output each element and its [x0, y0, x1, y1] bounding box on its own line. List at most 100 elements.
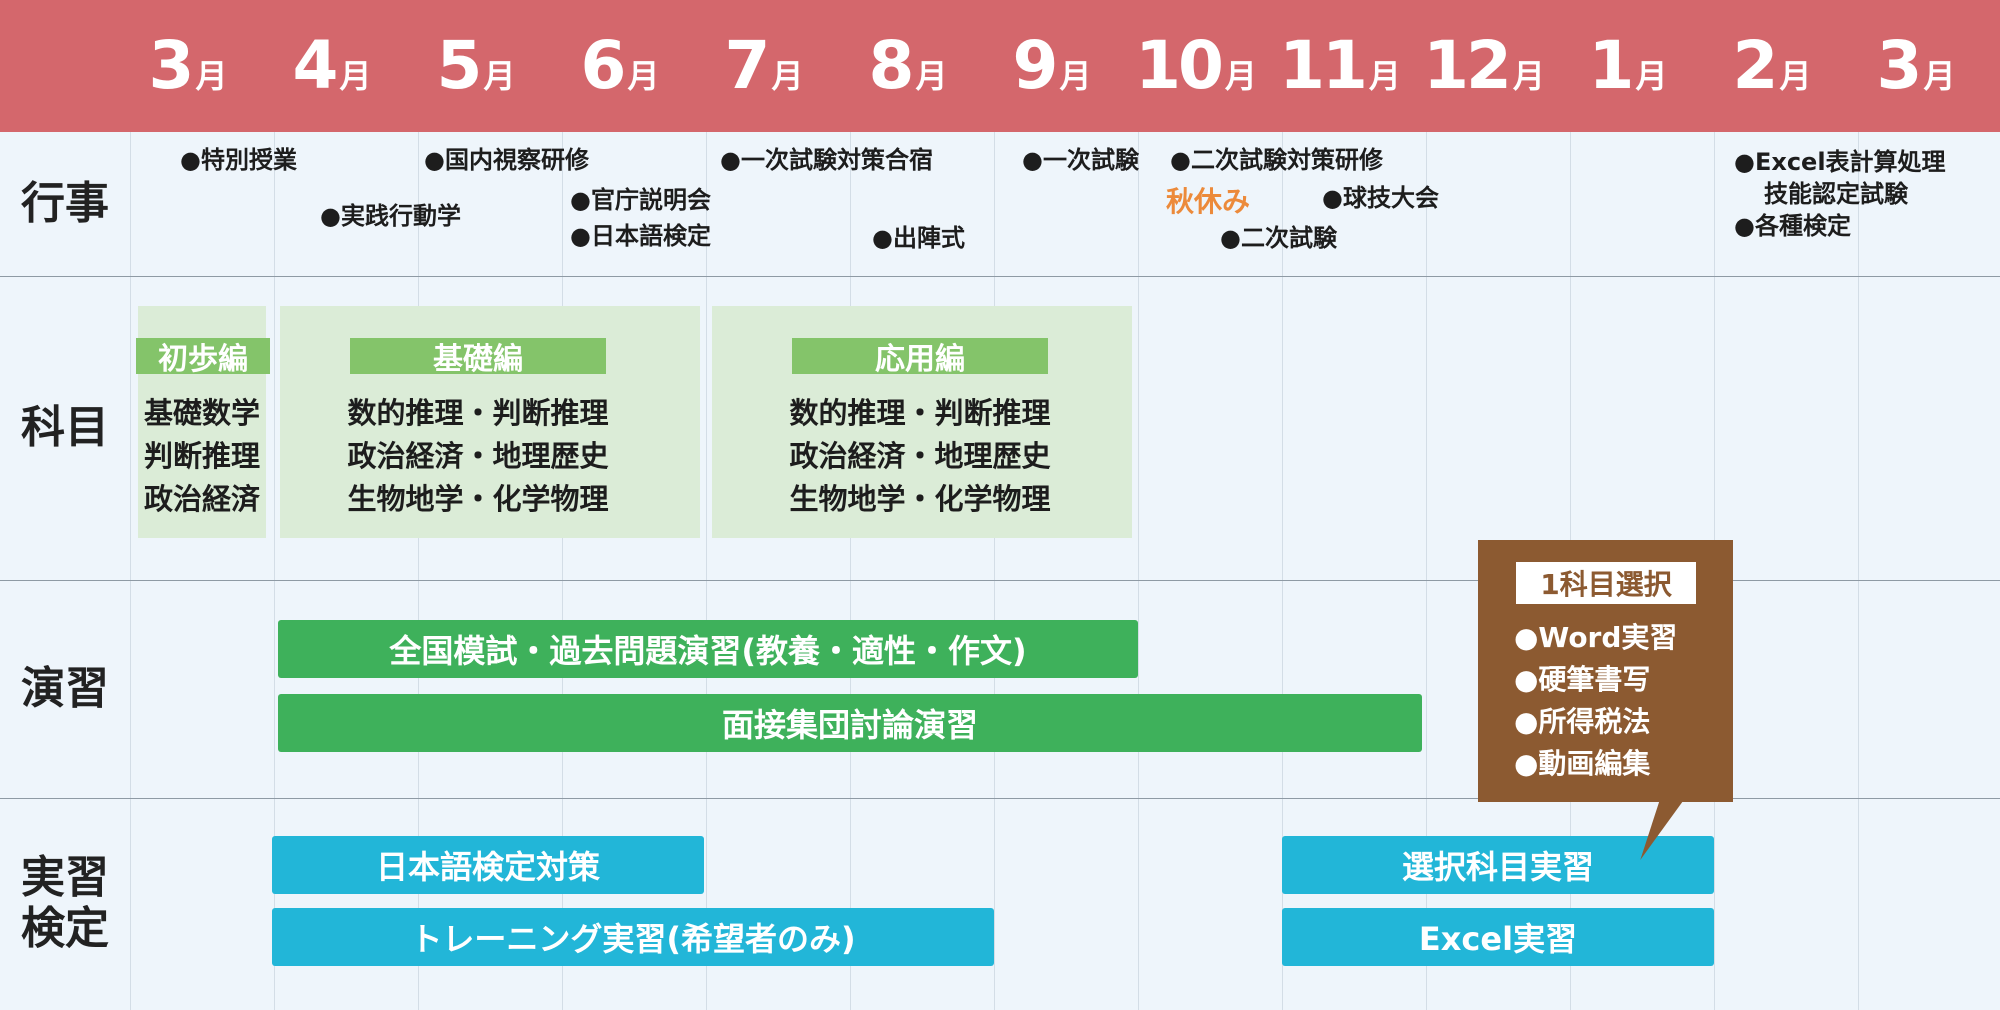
- event-first-camp: ●一次試験対策合宿: [720, 146, 933, 174]
- row-label-text: 実習: [21, 852, 109, 904]
- month-unit: 月: [339, 57, 372, 95]
- event-excel-cert-line2: 技能認定試験: [1764, 180, 1908, 208]
- callout-item: ●硬筆書写: [1514, 663, 1651, 696]
- month-number: 4: [292, 27, 339, 104]
- panel-line: 数的推理・判断推理: [789, 396, 1051, 430]
- month-number: 11: [1279, 27, 1368, 104]
- grid-line: [130, 132, 131, 1010]
- row-label-text: 演習: [21, 662, 109, 714]
- event-practical-study: ●実践行動学: [320, 202, 461, 230]
- grid-line: [274, 132, 275, 1010]
- grid-line: [850, 132, 851, 1010]
- grid-line: [1282, 132, 1283, 1010]
- month-number: 5: [436, 27, 483, 104]
- panel-line: 数的推理・判断推理: [347, 396, 609, 430]
- callout-item: ●Word実習: [1514, 621, 1678, 654]
- row-label-text: 行事: [21, 177, 109, 229]
- grid-line: [706, 132, 707, 1010]
- month-unit: 月: [1923, 57, 1956, 95]
- event-gov-briefing: ●官庁説明会: [570, 186, 711, 214]
- event-domestic-tour: ●国内視察研修: [424, 146, 589, 174]
- event-special-class: ●特別授業: [180, 146, 297, 174]
- bar-elective: 選択科目実習: [1282, 836, 1714, 894]
- month-number: 12: [1423, 27, 1512, 104]
- panel-line: 生物地学・化学物理: [347, 482, 609, 516]
- row-divider: [0, 798, 2000, 799]
- month-number: 7: [724, 27, 771, 104]
- callout-title: 1科目選択: [1516, 562, 1696, 604]
- panel-title-basic: 基礎編: [350, 338, 606, 377]
- month-number: 6: [580, 27, 627, 104]
- month-unit: 月: [1224, 57, 1257, 95]
- callout-item: ●所得税法: [1514, 705, 1651, 738]
- month-number: 8: [868, 27, 915, 104]
- month-unit: 月: [1779, 57, 1812, 95]
- month-number: 2: [1732, 27, 1779, 104]
- event-ball-games: ●球技大会: [1322, 184, 1439, 212]
- event-japanese-test: ●日本語検定: [570, 222, 711, 250]
- row-label-subjects: 科目: [0, 276, 130, 580]
- row-divider: [0, 276, 2000, 277]
- row-label-training: 実習検定: [0, 798, 130, 1010]
- month-number: 1: [1588, 27, 1635, 104]
- grid-line: [1858, 132, 1859, 1010]
- month-unit: 月: [771, 57, 804, 95]
- panel-line: 生物地学・化学物理: [789, 482, 1051, 516]
- month-number: 3: [1876, 27, 1923, 104]
- event-various-tests: ●各種検定: [1734, 212, 1851, 240]
- panel-line: 政治経済・地理歴史: [347, 439, 609, 473]
- panel-applied: 応用編 数的推理・判断推理 政治経済・地理歴史 生物地学・化学物理: [712, 306, 1132, 538]
- grid-line: [994, 132, 995, 1010]
- row-divider: [0, 580, 2000, 581]
- month-unit: 月: [483, 57, 516, 95]
- bar-jp-test-prep: 日本語検定対策: [272, 836, 704, 894]
- grid-line: [1426, 132, 1427, 1010]
- event-second-exam: ●二次試験: [1220, 224, 1337, 252]
- month-unit: 月: [627, 57, 660, 95]
- event-second-training: ●二次試験対策研修: [1170, 146, 1383, 174]
- row-label-text: 科目: [21, 401, 109, 453]
- month-unit: 月: [1512, 57, 1545, 95]
- bar-mock-exam: 全国模試・過去問題演習(教養・適性・作文): [278, 620, 1138, 678]
- grid-line: [562, 132, 563, 1010]
- row-label-practice: 演習: [0, 580, 130, 798]
- panel-beginner: 初歩編 基礎数学 判断推理 政治経済: [136, 306, 270, 538]
- panel-title-applied: 応用編: [792, 338, 1048, 377]
- month-unit: 月: [195, 57, 228, 95]
- row-label-text: 検定: [21, 903, 109, 954]
- month-number: 10: [1135, 27, 1224, 104]
- month-unit: 月: [915, 57, 948, 95]
- panel-line: 基礎数学: [143, 396, 260, 430]
- panel-basic: 基礎編 数的推理・判断推理 政治経済・地理歴史 生物地学・化学物理: [280, 306, 700, 538]
- bar-excel: Excel実習: [1282, 908, 1714, 966]
- event-excel-cert: ●Excel表計算処理: [1734, 148, 1946, 176]
- bar-interview: 面接集団討論演習: [278, 694, 1422, 752]
- row-label-events: 行事: [0, 132, 130, 276]
- month-unit: 月: [1059, 57, 1092, 95]
- event-autumn-break: 秋休み: [1166, 185, 1251, 218]
- month-unit: 月: [1368, 57, 1401, 95]
- event-departure: ●出陣式: [872, 224, 965, 252]
- panel-line: 政治経済・地理歴史: [789, 439, 1051, 473]
- elective-callout: 1科目選択 ●Word実習 ●硬筆書写 ●所得税法 ●動画編集: [1478, 540, 1733, 802]
- callout-item: ●動画編集: [1514, 747, 1651, 780]
- month-unit: 月: [1635, 57, 1668, 95]
- month-number: 9: [1012, 27, 1059, 104]
- bar-training-practice: トレーニング実習(希望者のみ): [272, 908, 994, 966]
- event-first-exam: ●一次試験: [1022, 146, 1139, 174]
